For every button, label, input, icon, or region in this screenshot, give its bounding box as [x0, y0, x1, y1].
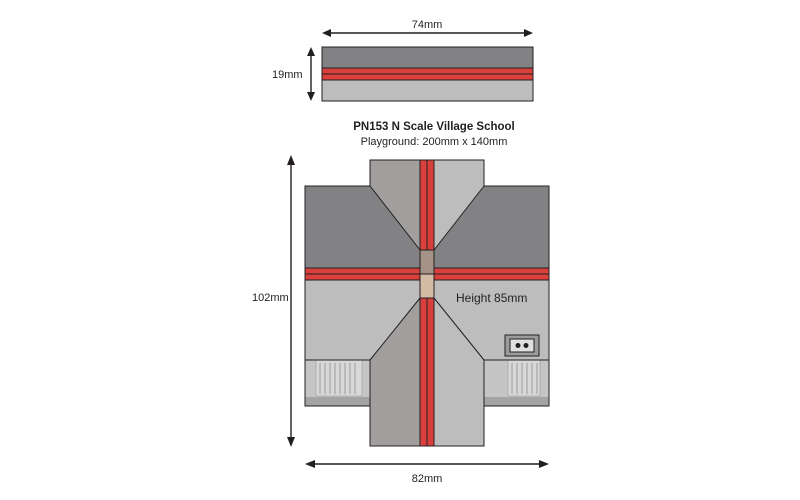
- height-label: Height 85mm: [456, 291, 527, 305]
- top-wing-roof-left: [370, 160, 420, 250]
- chimney-upper: [419, 249, 435, 275]
- bottom-wing-roof-right: [434, 298, 484, 446]
- diagram-title: PN153 N Scale Village School: [353, 121, 515, 133]
- roof-vent: [504, 334, 540, 357]
- plan-width-label: 82mm: [412, 473, 443, 485]
- chimney-lower: [419, 273, 435, 299]
- side-elevation: [321, 46, 534, 102]
- right-window-panel: [507, 359, 541, 397]
- side-width-arrow: [322, 29, 533, 37]
- right-wing-roof-upper: [434, 186, 549, 268]
- diagram-subtitle: Playground: 200mm x 140mm: [361, 136, 508, 148]
- plan-height-arrow: [287, 155, 295, 447]
- left-wing-roof-upper: [305, 186, 420, 268]
- left-window-panel: [315, 359, 363, 397]
- side-roof-top: [322, 47, 533, 68]
- side-height-label: 19mm: [272, 69, 303, 81]
- plan-view: [304, 159, 550, 447]
- left-wing-roof-lower: [305, 280, 420, 360]
- plan-height-label: 102mm: [252, 292, 289, 304]
- side-height-arrow: [307, 47, 315, 101]
- bottom-wing-roof-left: [370, 298, 420, 446]
- side-width-label: 74mm: [412, 19, 443, 31]
- side-roof-bottom: [322, 80, 533, 101]
- plan-width-arrow: [305, 460, 549, 468]
- top-wing-roof-right: [434, 160, 484, 250]
- side-outline: [321, 46, 534, 102]
